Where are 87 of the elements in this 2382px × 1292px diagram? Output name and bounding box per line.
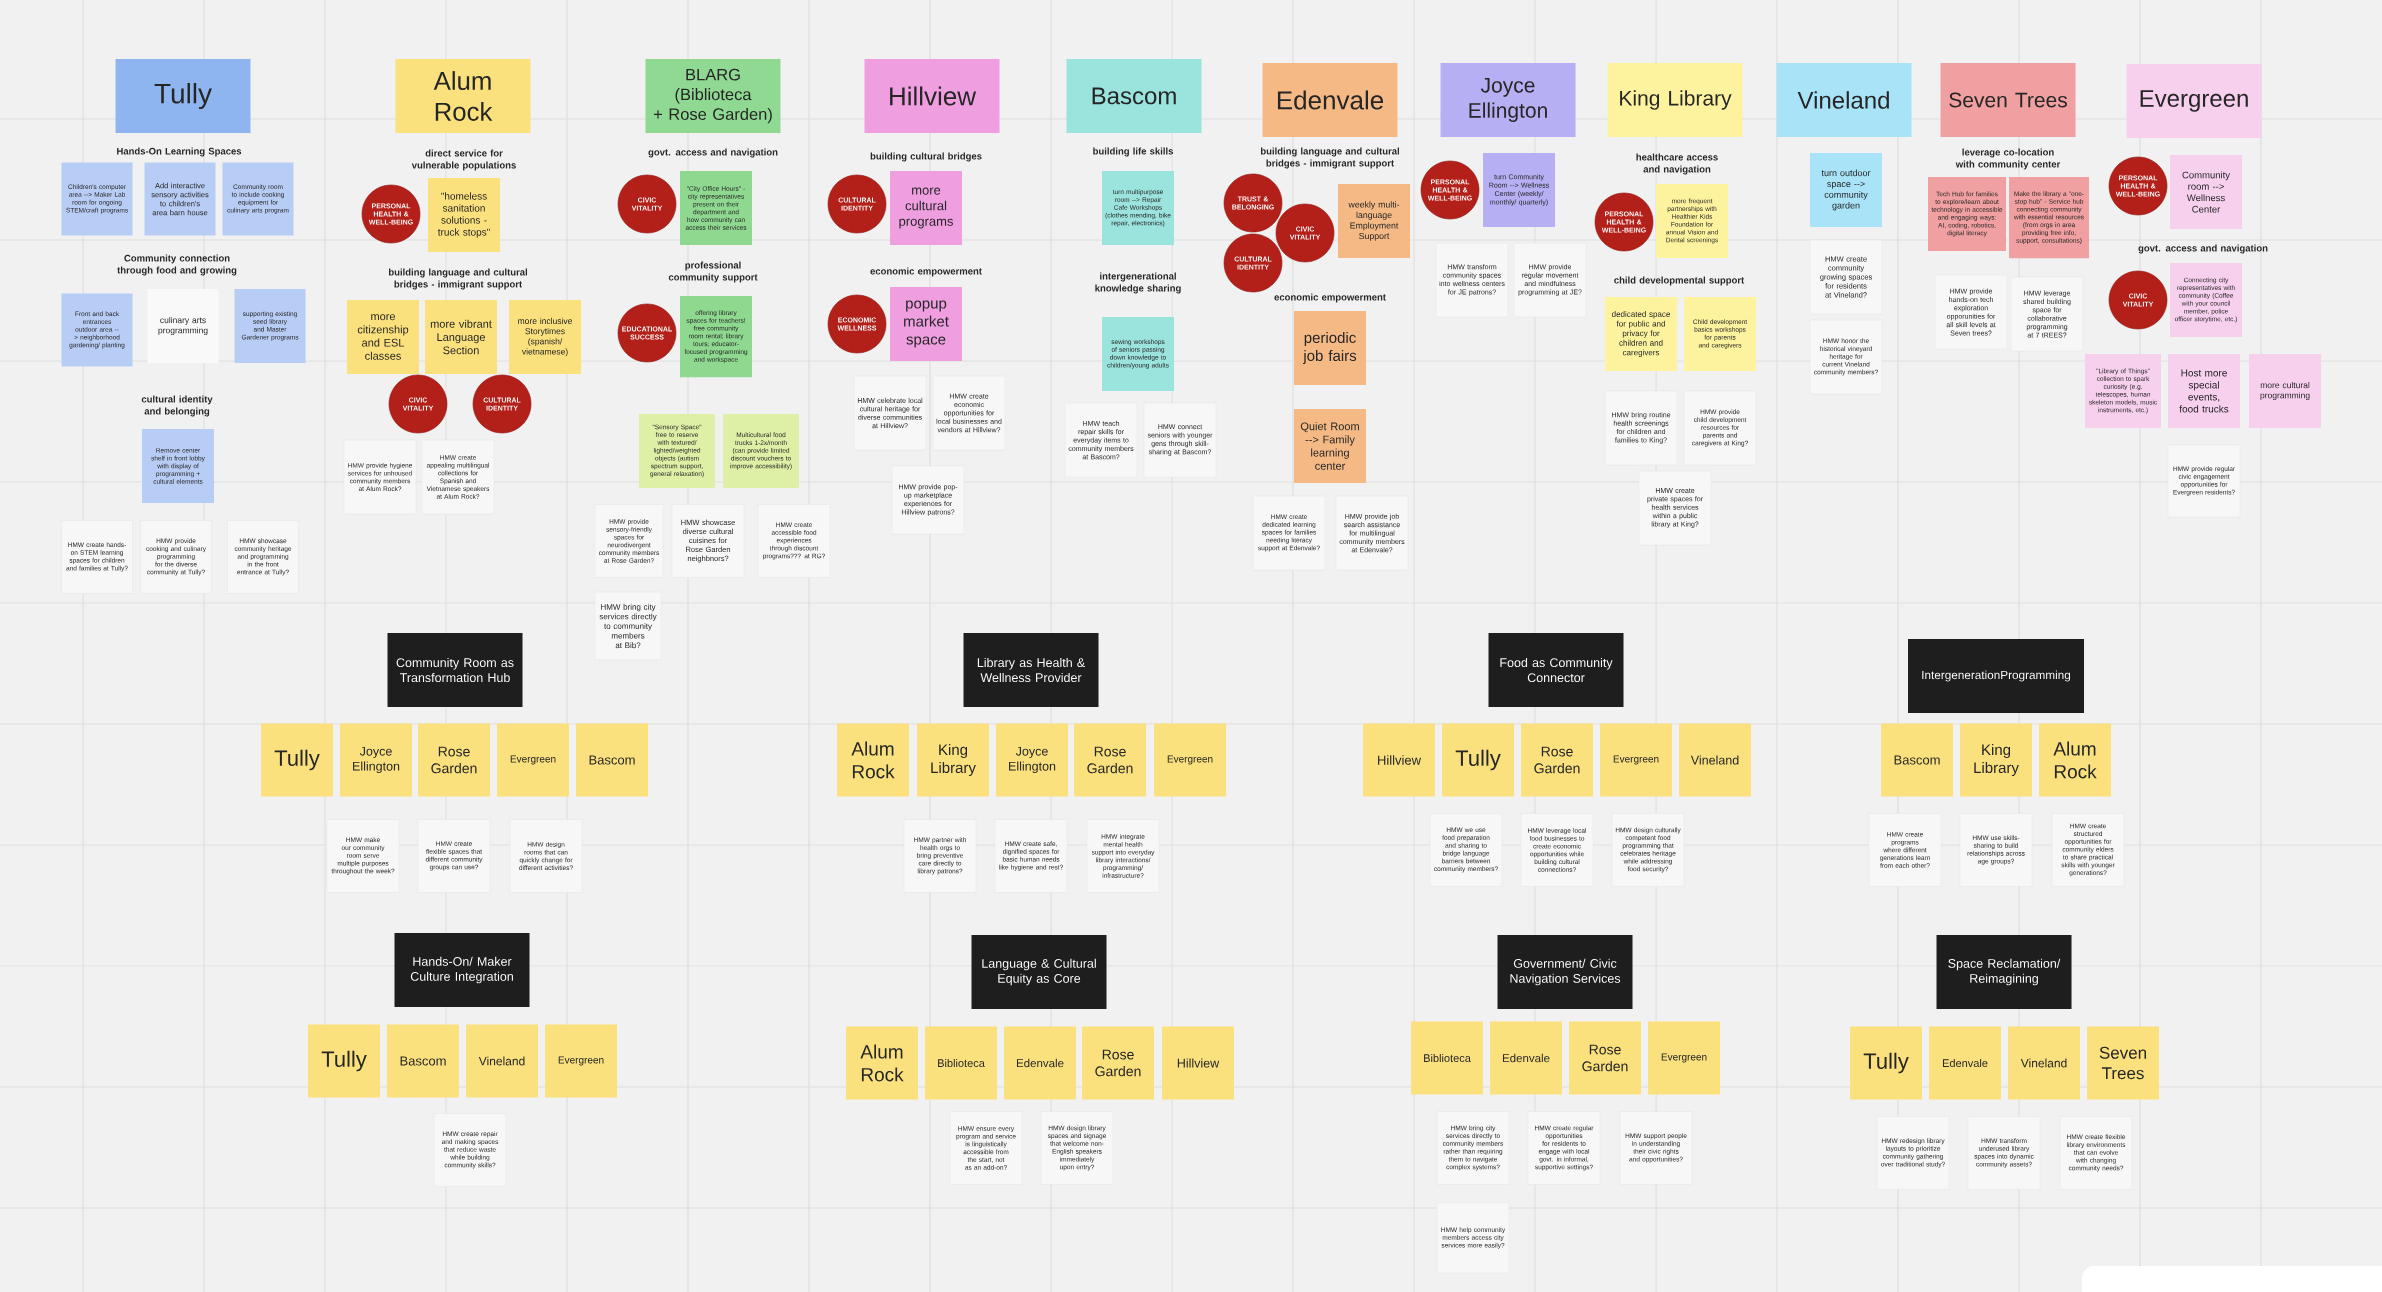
theme-card: IntergenerationProgramming [1908, 639, 2084, 713]
title-sticky-note: King Library [1607, 63, 1743, 137]
title-sticky-note: Joyce Ellington [1440, 63, 1576, 137]
theme-card: Food as Community Connector [1488, 633, 1624, 707]
sticky-note: Rose Garden [418, 723, 490, 797]
section-heading: economic empowerment [1274, 293, 1386, 303]
title-sticky-note: Edenvale [1262, 63, 1398, 137]
theme-card: Library as Health & Wellness Provider [963, 633, 1099, 707]
sticky-note: Rose Garden [1521, 723, 1593, 797]
sticky-note: Bascom [1881, 723, 1953, 797]
section-heading: child developmental support [1614, 276, 1745, 286]
sticky-note: Evergreen [1600, 723, 1672, 797]
sticky-note: Evergreen [545, 1024, 617, 1098]
section-heading: leverage co-location with community center [1955, 148, 2061, 170]
section-heading: building language and cultural bridges - immigrant support [1260, 147, 1399, 169]
sticky-note: dedicated space for public and privacy for children and caregivers [1605, 297, 1677, 371]
theme-card: Hands-On/ Maker Culture Integration [394, 933, 530, 1007]
sticky-note: Hillview [1363, 723, 1435, 797]
sticky-note: Evergreen [1154, 723, 1226, 797]
sticky-note: periodic job fairs [1294, 311, 1366, 385]
section-heading: building cultural bridges [870, 152, 982, 162]
sticky-note: more citizenship and ESL classes [347, 300, 419, 374]
section-heading: Hands-On Learning Spaces [117, 147, 242, 157]
sticky-note: more cultural programs [890, 171, 962, 245]
section-heading: healthcare access and navigation [1636, 153, 1718, 175]
section-heading: building language and cultural bridges - immigrant support [388, 268, 527, 290]
sticky-note: Edenvale [1004, 1026, 1076, 1100]
title-sticky-note: BLARG (Biblioteca + Rose Garden) [645, 59, 781, 133]
theme-card: Space Reclamation/ Reimagining [1936, 935, 2072, 1009]
question-note: HMW bring city services directly to community members at Bib? [594, 591, 662, 661]
sticky-note: Joyce Ellington [340, 723, 412, 797]
sticky-note: Seven Trees [2087, 1026, 2159, 1100]
theme-card: Language & Cultural Equity as Core [971, 935, 1107, 1009]
sticky-note: Bascom [387, 1024, 459, 1098]
sticky-note: culinary arts programming [147, 289, 219, 363]
sticky-note: Biblioteca [925, 1026, 997, 1100]
section-heading: building life skills [1093, 147, 1173, 157]
title-sticky-note: Tully [115, 59, 251, 133]
sticky-note: Alum Rock [837, 723, 909, 797]
sticky-note: Hillview [1162, 1026, 1234, 1100]
sticky-note: Tully [261, 723, 333, 797]
sticky-note: Quiet Room --> Family learning center [1294, 409, 1366, 483]
title-sticky-note: Alum Rock [395, 59, 531, 133]
sticky-note: Rose Garden [1082, 1026, 1154, 1100]
theme-card: Community Room as Transformation Hub [387, 633, 523, 707]
sticky-note: more vibrant Language Section [425, 300, 497, 374]
title-sticky-note: Vineland [1776, 63, 1912, 137]
sticky-note: Host more special events, food trucks [2168, 354, 2240, 428]
sticky-note: Edenvale [1490, 1021, 1562, 1095]
title-sticky-note: Seven Trees [1940, 63, 2076, 137]
sticky-note: Joyce Ellington [996, 723, 1068, 797]
sticky-note: Alum Rock [2039, 723, 2111, 797]
sticky-note: Bascom [576, 723, 648, 797]
section-heading: cultural identity and belonging [141, 395, 213, 417]
sticky-note: Evergreen [497, 723, 569, 797]
sticky-note: Community room --> Wellness Center [2170, 155, 2242, 229]
sticky-note: weekly multi-language Employment Support [1338, 184, 1410, 258]
sticky-note: Tully [1850, 1026, 1922, 1100]
sticky-note: more inclusive Storytimes (spanish/ vietnamese) [509, 300, 581, 374]
sticky-note: "homeless sanitation solutions - truck stops" [428, 178, 500, 252]
section-heading: economic empowerment [870, 267, 982, 277]
section-heading: govt. access and navigation [648, 148, 778, 158]
section-heading: Community connection through food and growing [117, 254, 237, 276]
sticky-note: Biblioteca [1411, 1021, 1483, 1095]
title-sticky-note: Hillview [864, 59, 1000, 133]
sticky-note: Vineland [1679, 723, 1751, 797]
sticky-note: King Library [917, 723, 989, 797]
title-sticky-note: Bascom [1066, 59, 1202, 133]
sticky-note: Vineland [466, 1024, 538, 1098]
sticky-note: Rose Garden [1074, 723, 1146, 797]
section-heading: direct service for vulnerable populations [411, 149, 516, 171]
section-heading: intergenerational knowledge sharing [1095, 272, 1181, 294]
sticky-note: King Library [1960, 723, 2032, 797]
sticky-note: Vineland [2008, 1026, 2080, 1100]
sticky-note: turn outdoor space --> community garden [1810, 153, 1882, 227]
theme-card: Government/ Civic Navigation Services [1497, 935, 1633, 1009]
sticky-note: Alum Rock [846, 1026, 918, 1100]
section-heading: professional community support [668, 261, 758, 283]
section-heading: govt. access and navigation [2138, 244, 2268, 254]
sticky-note: Evergreen [1648, 1021, 1720, 1095]
sticky-note: popup market space [890, 287, 962, 361]
title-sticky-note: Evergreen [2126, 64, 2262, 138]
sticky-note: Edenvale [1929, 1026, 2001, 1100]
sticky-note: Tully [1442, 723, 1514, 797]
sticky-note: Tully [308, 1024, 380, 1098]
sticky-note: Rose Garden [1569, 1021, 1641, 1095]
sticky-note: more cultural programming [2249, 354, 2321, 428]
